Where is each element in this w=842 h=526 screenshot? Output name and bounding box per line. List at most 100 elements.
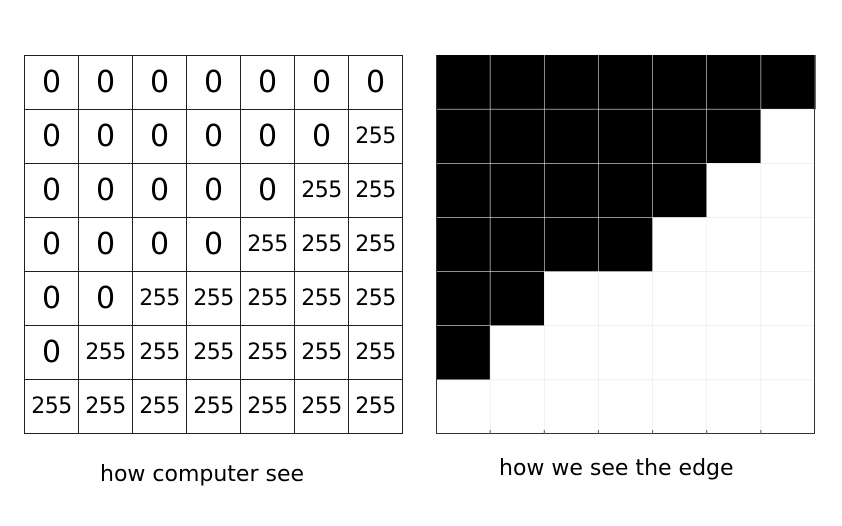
- matrix-cell: 0: [25, 110, 79, 164]
- matrix-cell: 255: [241, 380, 295, 434]
- edge-pixel-dark: [436, 271, 491, 327]
- matrix-cell: 0: [349, 56, 403, 110]
- matrix-cell: 0: [241, 164, 295, 218]
- matrix-cell: 255: [25, 380, 79, 434]
- matrix-cell: 255: [241, 326, 295, 380]
- edge-pixel-light: [652, 271, 708, 327]
- edge-pixel-dark: [544, 163, 600, 219]
- matrix-cell: 0: [187, 110, 241, 164]
- caption-how-computer-see: how computer see: [100, 462, 305, 487]
- edge-pixel-light: [652, 217, 708, 273]
- matrix-cell: 0: [25, 56, 79, 110]
- matrix-cell: 255: [133, 272, 187, 326]
- edge-pixel-light: [760, 271, 816, 327]
- matrix-cell: 0: [79, 272, 133, 326]
- matrix-cell: 0: [79, 56, 133, 110]
- matrix-cell: 255: [295, 218, 349, 272]
- edge-pixel-dark: [490, 271, 545, 327]
- matrix-cell: 0: [241, 56, 295, 110]
- edge-pixel-dark: [490, 109, 545, 164]
- matrix-cell: 0: [295, 56, 349, 110]
- matrix-cell: 0: [25, 164, 79, 218]
- edge-pixel-light: [652, 325, 708, 381]
- matrix-cell: 0: [25, 272, 79, 326]
- edge-pixel-dark: [652, 55, 708, 110]
- matrix-cell: 255: [295, 380, 349, 434]
- edge-pixel-dark: [436, 325, 491, 381]
- matrix-cell: 0: [79, 110, 133, 164]
- edge-pixel-dark: [652, 109, 708, 164]
- matrix-cell: 255: [79, 326, 133, 380]
- edge-pixel-dark: [544, 55, 600, 110]
- matrix-cell: 0: [187, 56, 241, 110]
- edge-pixel-dark: [436, 109, 491, 164]
- edge-pixel-light: [706, 379, 762, 435]
- matrix-cell: 255: [349, 380, 403, 434]
- edge-image: [436, 55, 816, 435]
- edge-pixel-dark: [598, 217, 654, 273]
- matrix-cell: 0: [79, 164, 133, 218]
- matrix-cell: 255: [295, 272, 349, 326]
- matrix-cell: 255: [133, 326, 187, 380]
- matrix-cell: 255: [241, 218, 295, 272]
- matrix-cell: 255: [349, 110, 403, 164]
- edge-pixel-light: [760, 163, 816, 219]
- edge-pixel-light: [436, 379, 491, 435]
- edge-pixel-light: [598, 271, 654, 327]
- matrix-cell: 255: [295, 164, 349, 218]
- edge-pixel-light: [490, 379, 545, 435]
- edge-pixel-dark: [436, 55, 491, 110]
- matrix-cell: 255: [349, 164, 403, 218]
- edge-pixel-light: [544, 325, 600, 381]
- edge-pixel-light: [652, 379, 708, 435]
- matrix-cell: 255: [295, 326, 349, 380]
- matrix-cell: 0: [25, 326, 79, 380]
- matrix-cell: 0: [295, 110, 349, 164]
- edge-pixel-light: [544, 379, 600, 435]
- edge-pixel-light: [760, 217, 816, 273]
- edge-pixel-dark: [706, 55, 762, 110]
- edge-pixel-dark: [652, 163, 708, 219]
- edge-pixel-dark: [544, 109, 600, 164]
- matrix-cell: 255: [349, 218, 403, 272]
- matrix-cell: 0: [133, 164, 187, 218]
- edge-pixel-dark: [760, 55, 816, 110]
- matrix-cell: 255: [349, 272, 403, 326]
- edge-pixel-dark: [436, 217, 491, 273]
- edge-pixel-light: [760, 379, 816, 435]
- edge-pixel-dark: [490, 163, 545, 219]
- edge-pixel-dark: [706, 109, 762, 164]
- edge-pixel-dark: [544, 217, 600, 273]
- edge-pixel-light: [706, 271, 762, 327]
- matrix-cell: 0: [241, 110, 295, 164]
- matrix-cell: 255: [241, 272, 295, 326]
- caption-how-we-see-edge: how we see the edge: [499, 456, 734, 481]
- matrix-cell: 255: [187, 326, 241, 380]
- matrix-cell: 255: [187, 272, 241, 326]
- edge-pixel-light: [490, 325, 545, 381]
- matrix-cell: 0: [133, 218, 187, 272]
- matrix-cell: 0: [79, 218, 133, 272]
- matrix-cell: 255: [187, 380, 241, 434]
- edge-pixel-dark: [436, 163, 491, 219]
- matrix-cell: 255: [79, 380, 133, 434]
- edge-pixel-light: [706, 325, 762, 381]
- edge-pixel-dark: [598, 55, 654, 110]
- edge-visualization: [436, 55, 816, 435]
- edge-pixel-light: [706, 163, 762, 219]
- matrix-cell: 0: [187, 164, 241, 218]
- matrix-cell: 0: [187, 218, 241, 272]
- matrix-cell: 255: [349, 326, 403, 380]
- edge-pixel-dark: [490, 55, 545, 110]
- edge-pixel-light: [598, 325, 654, 381]
- edge-pixel-light: [598, 379, 654, 435]
- edge-pixel-light: [706, 217, 762, 273]
- edge-pixel-light: [544, 271, 600, 327]
- matrix-cell: 0: [25, 218, 79, 272]
- matrix-cell: 0: [133, 110, 187, 164]
- edge-pixel-dark: [598, 109, 654, 164]
- matrix-cell: 0: [133, 56, 187, 110]
- matrix-cell: 255: [133, 380, 187, 434]
